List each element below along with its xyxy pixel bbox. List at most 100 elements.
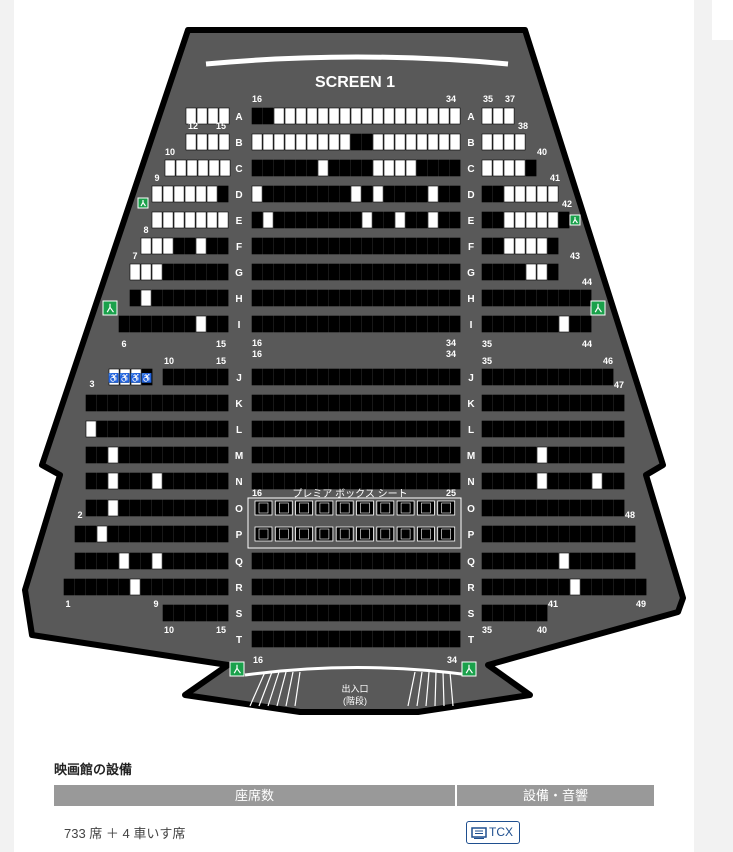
seat[interactable] xyxy=(536,420,548,438)
seat[interactable] xyxy=(251,604,263,622)
seat[interactable] xyxy=(383,159,395,177)
seat[interactable] xyxy=(251,211,263,229)
seat[interactable] xyxy=(151,578,163,596)
seat[interactable] xyxy=(306,578,318,596)
seat[interactable] xyxy=(328,211,340,229)
seat[interactable] xyxy=(492,472,504,490)
seat[interactable] xyxy=(394,185,406,203)
seat[interactable] xyxy=(328,133,340,151)
seat[interactable] xyxy=(514,420,526,438)
seat[interactable] xyxy=(449,263,461,281)
seat[interactable] xyxy=(162,578,174,596)
seat[interactable] xyxy=(96,525,108,543)
seat[interactable] xyxy=(162,552,174,570)
seat[interactable] xyxy=(591,472,603,490)
seat[interactable] xyxy=(273,315,285,333)
seat[interactable] xyxy=(383,133,395,151)
seat[interactable] xyxy=(427,107,439,125)
seat[interactable] xyxy=(416,578,428,596)
seat[interactable] xyxy=(206,315,218,333)
seat[interactable] xyxy=(514,604,526,622)
seat[interactable] xyxy=(449,552,461,570)
seat[interactable] xyxy=(195,446,207,464)
seat[interactable] xyxy=(184,368,196,386)
seat[interactable] xyxy=(547,211,559,229)
seat[interactable] xyxy=(85,578,97,596)
seat[interactable] xyxy=(383,107,395,125)
seat[interactable] xyxy=(580,499,592,517)
seat[interactable] xyxy=(185,133,197,151)
seat[interactable] xyxy=(217,446,229,464)
seat[interactable] xyxy=(525,211,537,229)
seat[interactable] xyxy=(492,499,504,517)
seat[interactable] xyxy=(195,394,207,412)
seat[interactable] xyxy=(162,472,174,490)
seat[interactable] xyxy=(184,237,196,255)
seat[interactable] xyxy=(295,263,307,281)
seat[interactable] xyxy=(85,472,97,490)
seat[interactable] xyxy=(118,315,130,333)
seat[interactable] xyxy=(328,368,340,386)
seat[interactable] xyxy=(164,159,176,177)
seat[interactable] xyxy=(547,237,559,255)
seat[interactable] xyxy=(140,525,152,543)
seat[interactable] xyxy=(591,446,603,464)
seat[interactable] xyxy=(273,159,285,177)
seat[interactable] xyxy=(438,185,450,203)
seat[interactable] xyxy=(350,446,362,464)
seat[interactable] xyxy=(536,368,548,386)
seat[interactable] xyxy=(262,315,274,333)
seat[interactable] xyxy=(317,446,329,464)
seat[interactable] xyxy=(481,263,493,281)
seat[interactable] xyxy=(251,578,263,596)
seat[interactable] xyxy=(372,604,384,622)
seat[interactable] xyxy=(317,185,329,203)
seat[interactable] xyxy=(317,289,329,307)
seat[interactable] xyxy=(394,604,406,622)
seat[interactable] xyxy=(317,420,329,438)
seat[interactable] xyxy=(173,552,185,570)
seat[interactable] xyxy=(514,237,526,255)
seat[interactable] xyxy=(547,420,559,438)
seat[interactable] xyxy=(361,420,373,438)
seat[interactable] xyxy=(118,446,130,464)
seat[interactable] xyxy=(602,368,614,386)
seat[interactable] xyxy=(383,420,395,438)
seat[interactable] xyxy=(350,133,362,151)
wheelchair-seat[interactable] xyxy=(141,368,153,386)
seat[interactable] xyxy=(405,133,417,151)
seat[interactable] xyxy=(602,446,614,464)
seat[interactable] xyxy=(251,368,263,386)
seat[interactable] xyxy=(438,159,450,177)
seat[interactable] xyxy=(284,315,296,333)
seat[interactable] xyxy=(361,578,373,596)
seat[interactable] xyxy=(262,630,274,648)
seat[interactable] xyxy=(372,289,384,307)
seat[interactable] xyxy=(591,420,603,438)
seat[interactable] xyxy=(361,107,373,125)
seat[interactable] xyxy=(580,578,592,596)
seat[interactable] xyxy=(449,133,461,151)
seat[interactable] xyxy=(427,604,439,622)
seat[interactable] xyxy=(306,133,318,151)
seat[interactable] xyxy=(635,578,647,596)
seat[interactable] xyxy=(525,578,537,596)
seat[interactable] xyxy=(197,159,209,177)
seat[interactable] xyxy=(217,368,229,386)
seat[interactable] xyxy=(151,394,163,412)
seat[interactable] xyxy=(405,289,417,307)
seat[interactable] xyxy=(173,289,185,307)
seat[interactable] xyxy=(184,552,196,570)
seat[interactable] xyxy=(175,159,187,177)
seat[interactable] xyxy=(162,368,174,386)
seat[interactable] xyxy=(569,525,581,543)
seat[interactable] xyxy=(558,211,570,229)
seat[interactable] xyxy=(184,211,196,229)
seat[interactable] xyxy=(317,630,329,648)
seat[interactable] xyxy=(184,472,196,490)
seat[interactable] xyxy=(372,420,384,438)
seat[interactable] xyxy=(251,630,263,648)
seat[interactable] xyxy=(416,604,428,622)
seat[interactable] xyxy=(503,499,515,517)
seat[interactable] xyxy=(536,211,548,229)
